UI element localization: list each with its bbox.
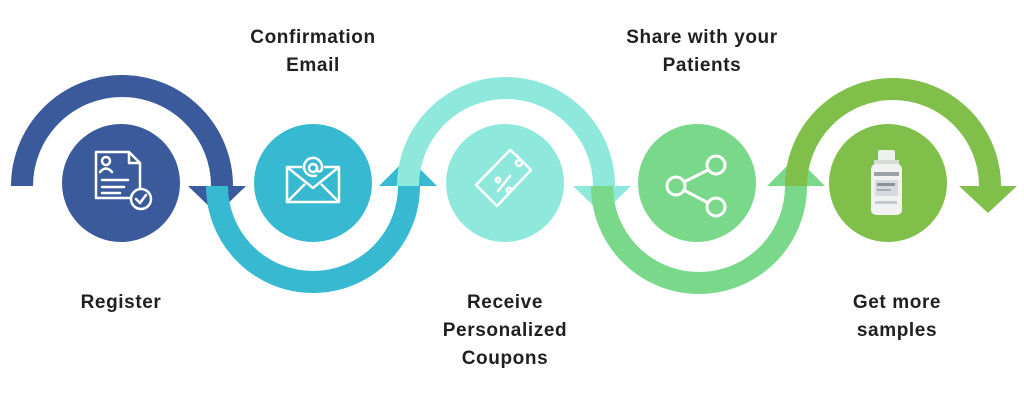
label-confirmation-email-line-1: Confirmation (250, 27, 376, 48)
step-share-circle (638, 124, 756, 242)
label-receive-coupons-line-1: Receive (466, 292, 544, 313)
document-user-check-icon (94, 150, 153, 211)
step-share (638, 124, 756, 242)
arrowhead-samples (959, 186, 1017, 213)
label-get-samples-line-1: Get more (852, 292, 942, 313)
sample-bottle-icon (871, 150, 902, 215)
label-receive-coupons-line-3: Coupons (461, 348, 549, 369)
label-register-line-1: Register (80, 292, 162, 313)
step-register (62, 124, 180, 242)
label-confirmation-email: Confirmation Email (213, 24, 413, 80)
label-get-samples-line-2: samples (856, 320, 938, 341)
step-samples (829, 124, 947, 242)
share-icon (665, 154, 727, 218)
label-share-patients-line-1: Share with your (626, 27, 778, 48)
label-receive-coupons-line-2: Personalized (442, 320, 568, 341)
arc-register (11, 75, 233, 187)
step-register-circle (62, 124, 180, 242)
email-at-icon (285, 156, 341, 204)
arc-coupons (397, 77, 615, 187)
arc-samples (785, 78, 1001, 187)
step-email (254, 124, 372, 242)
step-coupons (446, 124, 564, 242)
label-get-samples: Get more samples (797, 289, 997, 345)
arc-email (206, 185, 420, 293)
label-confirmation-email-line-2: Email (286, 55, 340, 76)
label-share-patients-line-2: Patients (662, 55, 742, 76)
arc-share (591, 185, 807, 294)
coupon-tag-icon (474, 148, 533, 208)
label-share-patients: Share with your Patients (602, 24, 802, 80)
step-email-circle (254, 124, 372, 242)
label-receive-coupons: Receive Personalized Coupons (405, 289, 605, 373)
label-register: Register (21, 289, 221, 317)
